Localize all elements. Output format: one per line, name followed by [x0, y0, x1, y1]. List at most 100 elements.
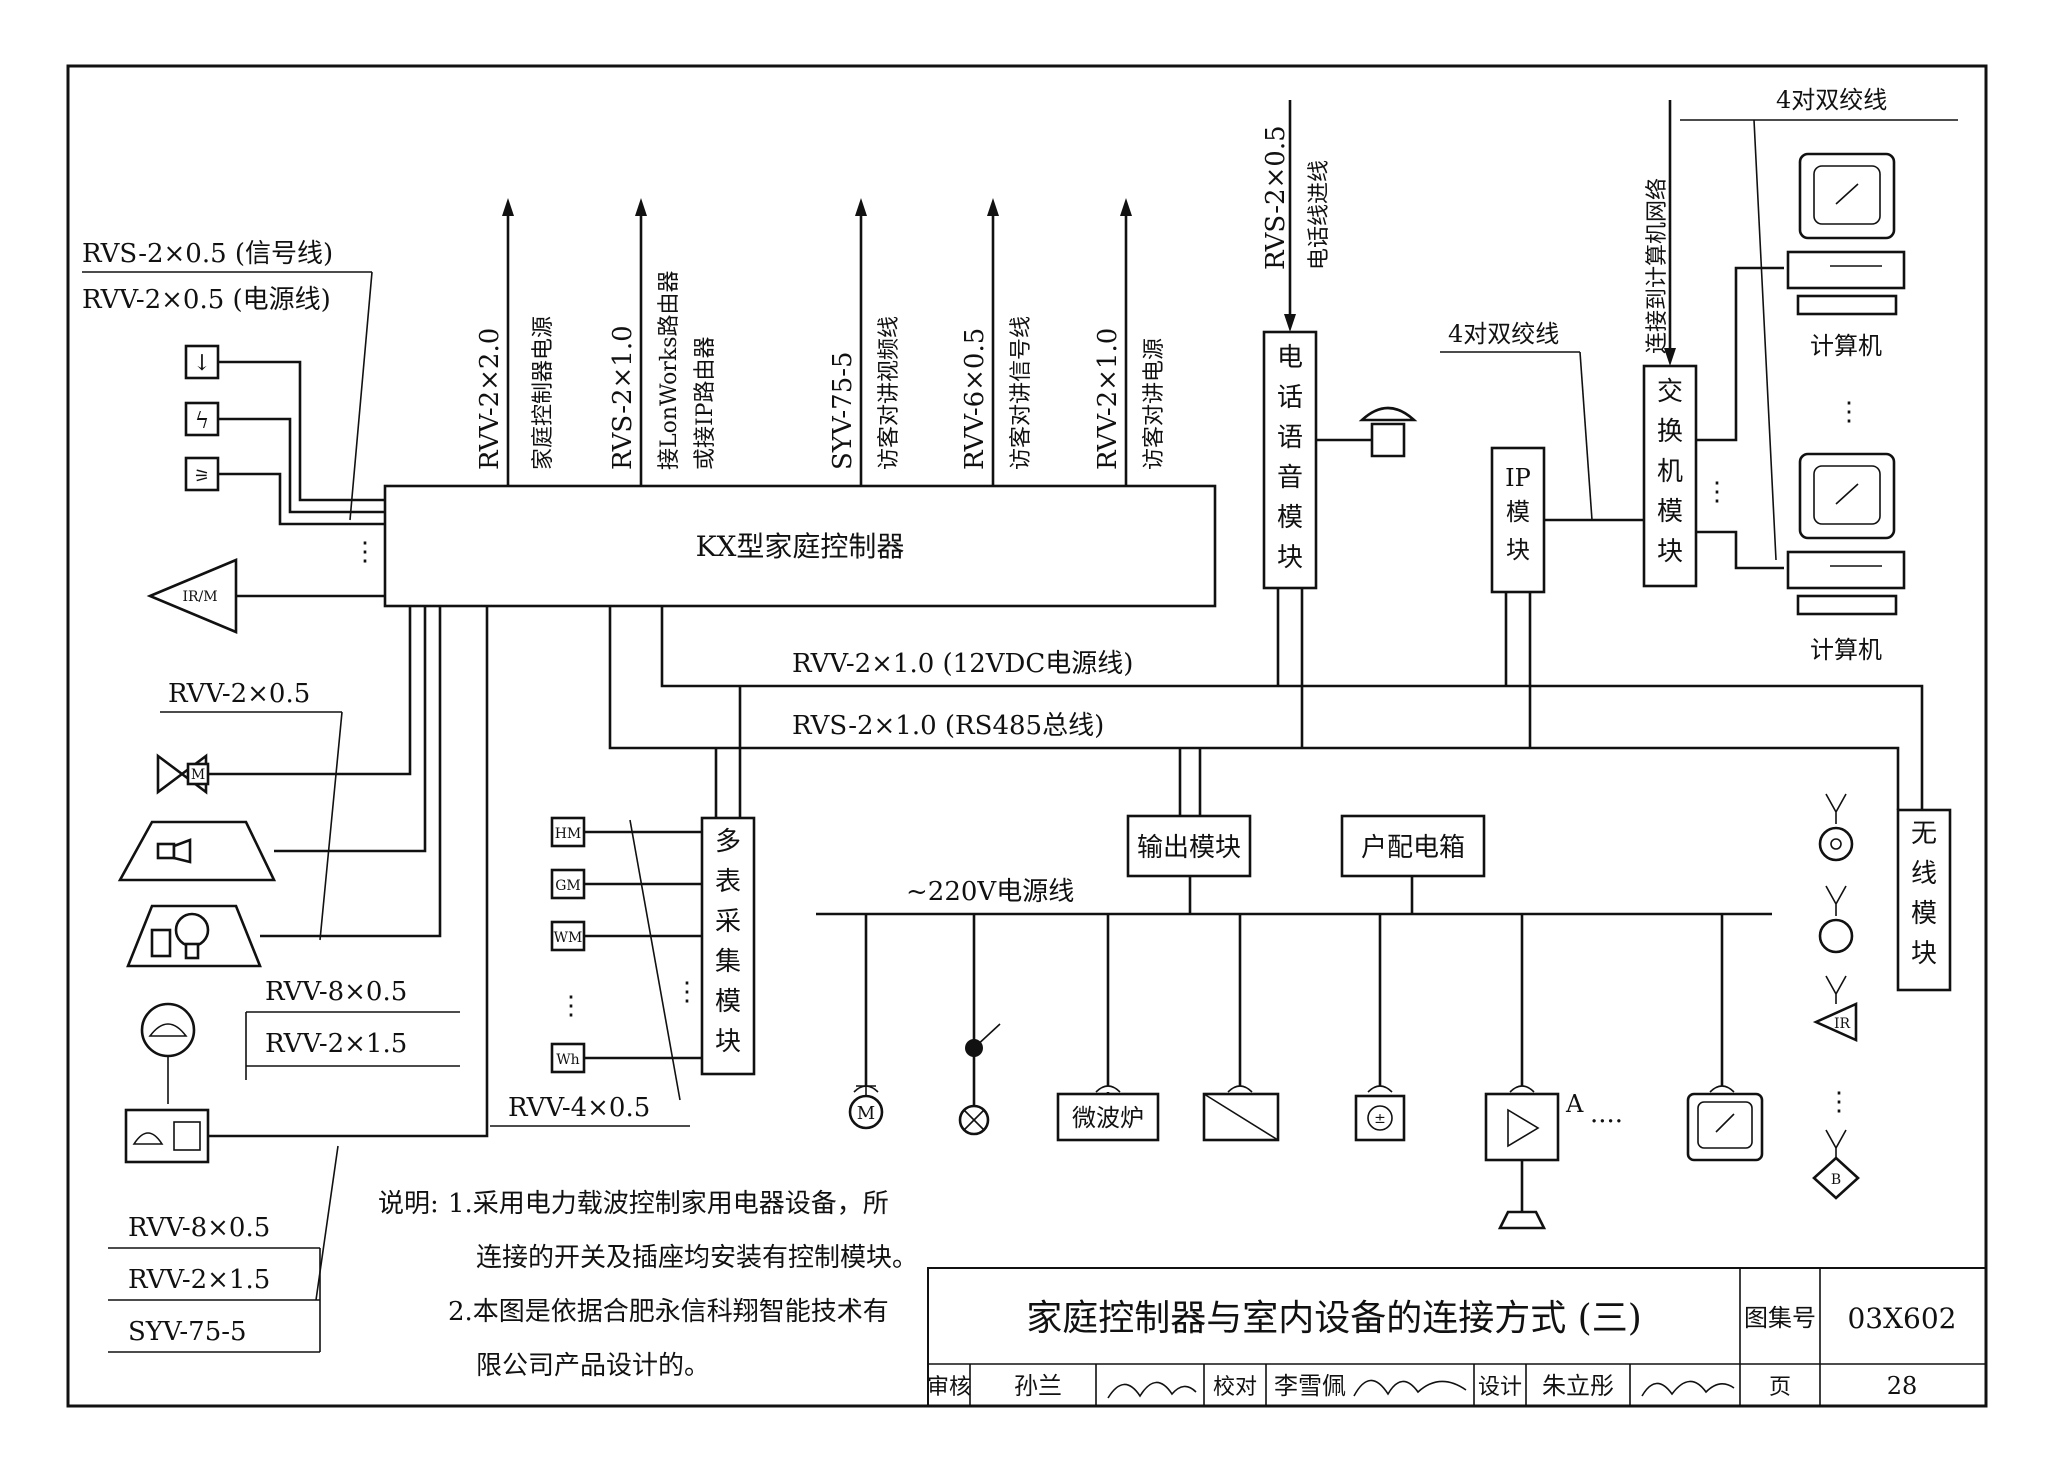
- up-cable-labels: RVV-2×2.0 家庭控制器电源 RVS-2×1.0 接LonWorks路由器…: [475, 270, 1167, 470]
- wireless-module: [1896, 808, 1952, 992]
- review-label: 审核: [927, 1375, 971, 1400]
- svg-text:HM: HM: [555, 826, 582, 842]
- designer-name: 朱立彤: [1542, 1372, 1614, 1400]
- meter-module-label: 多表采集模块: [715, 827, 741, 1057]
- up-desc-5: 访客对讲电源: [1142, 338, 1167, 470]
- wireless-module-label: 无线模块: [1911, 819, 1937, 969]
- controller-label: KX型家庭控制器: [696, 530, 905, 563]
- kx-controller: KX型家庭控制器: [383, 484, 1217, 608]
- svg-text:±: ±: [1374, 1111, 1386, 1127]
- note-line-1: 1.采用电力载波控制家用电器设备，所: [448, 1189, 889, 1219]
- computer-1-icon: [1786, 152, 1906, 316]
- camera-device-icon: [117, 820, 277, 882]
- meter-GM: GM: [550, 868, 702, 900]
- svg-text:Wh: Wh: [556, 1052, 579, 1068]
- up-cables: [502, 198, 1132, 486]
- reviewer-signature: [1107, 1381, 1197, 1399]
- left-lower-devices: RVV-2×0.5 M RVV-8×0.5 RVV-2×1.5: [117, 606, 489, 1301]
- svg-text:模块: 模块: [1506, 498, 1530, 564]
- phone-icon: [1370, 422, 1406, 458]
- wireless-ir-icon: [1812, 1001, 1858, 1043]
- phone-section: RVS-2×0.5 电话线进线 电话语音模块: [1261, 100, 1418, 748]
- signal-cable-label: RVS-2×0.5 (信号线): [82, 239, 333, 269]
- up-desc-3: 访客对讲视频线: [877, 316, 902, 470]
- svg-text:····: ····: [1590, 1107, 1623, 1137]
- svg-text:IR: IR: [1834, 1016, 1851, 1032]
- designer-signature: [1641, 1380, 1735, 1397]
- note-line-2: 连接的开关及插座均安装有控制模块。: [476, 1243, 918, 1273]
- page-label: 页: [1769, 1375, 1791, 1400]
- twisted-pair-mid: 4对双绞线: [1448, 320, 1559, 348]
- up-cable-5: RVV-2×1.0: [1093, 328, 1123, 470]
- notes: 说明: 1.采用电力载波控制家用电器设备，所 连接的开关及插座均安装有控制模块。…: [378, 1189, 918, 1381]
- buses: RVV-2×1.0 (12VDC电源线) RVS-2×1.0 (RS485总线): [608, 606, 1924, 810]
- valve-icon: [156, 753, 185, 795]
- svg-text:ϟ: ϟ: [195, 409, 210, 434]
- power-cable-label: RVV-2×0.5 (电源线): [82, 285, 331, 315]
- bottom-cable-2: RVV-2×1.5: [128, 1265, 270, 1295]
- svg-text:IP: IP: [1505, 464, 1531, 492]
- bottom-cable-1: RVV-8×0.5: [128, 1213, 270, 1243]
- svg-text:B: B: [1831, 1172, 1841, 1188]
- atlas-number: 03X602: [1847, 1302, 1956, 1335]
- checker-name: 李雪佩: [1274, 1372, 1346, 1400]
- bottom-left-cables: RVV-8×0.5 RVV-2×1.5 SYV-75-5: [108, 1213, 321, 1353]
- network-section: IP 模块 4对双绞线 交换机模块 连接到计算机网络 4对双绞线 ⋮: [1440, 86, 1958, 748]
- phone-voice-module: [1262, 330, 1318, 590]
- design-label: 设计: [1478, 1375, 1522, 1400]
- output-module-label: 输出模块: [1137, 833, 1241, 863]
- tv-icon: [1686, 1092, 1764, 1162]
- notes-head: 说明:: [378, 1189, 439, 1219]
- svg-text:M: M: [857, 1103, 875, 1124]
- svg-text:GM: GM: [555, 878, 581, 894]
- up-desc-1: 家庭控制器电源: [531, 316, 556, 470]
- switch-module: [1642, 364, 1698, 588]
- up-cable-4: RVV-6×0.5: [960, 328, 990, 470]
- svg-text:⚞: ⚞: [194, 466, 210, 487]
- check-label: 校对: [1213, 1375, 1257, 1400]
- up-desc-2a: 接LonWorks路由器: [657, 270, 682, 470]
- note-line-4: 限公司产品设计的。: [476, 1351, 710, 1381]
- distribution-box: [1340, 814, 1486, 878]
- wireless-section: 无线模块 IR ⋮ B: [1812, 793, 1952, 1200]
- socket-marks: [853, 1085, 1735, 1093]
- door-sensor-icon: [184, 344, 220, 380]
- checker-signature: [1353, 1379, 1467, 1397]
- svg-text:⋮: ⋮: [558, 991, 584, 1021]
- reviewer-name: 孙兰: [1014, 1372, 1062, 1400]
- page-number: 28: [1887, 1372, 1918, 1400]
- svg-text:WM: WM: [554, 930, 583, 946]
- meter-Wh: Wh: [550, 1042, 702, 1074]
- atlas-label: 图集号: [1744, 1304, 1816, 1332]
- microwave-label: 微波炉: [1072, 1104, 1144, 1132]
- up-cable-3: SYV-75-5: [828, 351, 858, 470]
- up-cable-1: RVV-2×2.0: [475, 328, 505, 470]
- wireless-smoke-icon: [1818, 826, 1854, 862]
- gas-sensor-icon: [184, 456, 220, 492]
- switch-module-label: 交换机模块: [1657, 377, 1683, 567]
- amplifier-icon: [1484, 1092, 1560, 1162]
- power-bus-label: RVV-2×1.0 (12VDC电源线): [792, 649, 1133, 679]
- up-cable-2: RVS-2×1.0: [608, 325, 638, 470]
- phone-cable-label: RVS-2×0.5: [1261, 125, 1291, 270]
- output-module: [1126, 814, 1252, 878]
- svg-text:IR/M: IR/M: [182, 589, 217, 605]
- meter-collection: 多表采集模块 HM GM WM ⋮ ⋮ Wh RVV-4×0.5: [490, 686, 756, 1127]
- up-desc-4: 访客对讲信号线: [1009, 316, 1034, 470]
- meter-WM: WM: [550, 920, 702, 952]
- bottom-cable-3: SYV-75-5: [128, 1317, 247, 1347]
- phone-desc-label: 电话线进线: [1307, 160, 1332, 270]
- meter-HM: HM: [550, 816, 702, 848]
- intercom-indoor-unit: [124, 1108, 210, 1164]
- svg-text:⋮: ⋮: [674, 977, 700, 1007]
- left-sensors: ↓ ϟ ⚞ IR/M ⋮: [146, 344, 385, 634]
- twisted-pair-top: 4对双绞线: [1776, 86, 1887, 114]
- up-desc-2b: 或接IP路由器: [693, 337, 718, 471]
- rvv05-label: RVV-2×0.5: [168, 679, 310, 709]
- rs485-label: RVS-2×1.0 (RS485总线): [792, 711, 1104, 741]
- rvv8-label: RVV-8×0.5: [265, 977, 407, 1007]
- left-signal-labels: RVS-2×0.5 (信号线) RVV-2×0.5 (电源线): [82, 239, 373, 521]
- outlet-icon: [1354, 1094, 1406, 1142]
- power-distribution: 输出模块 户配电箱 ~220V电源线 M: [816, 748, 1772, 1230]
